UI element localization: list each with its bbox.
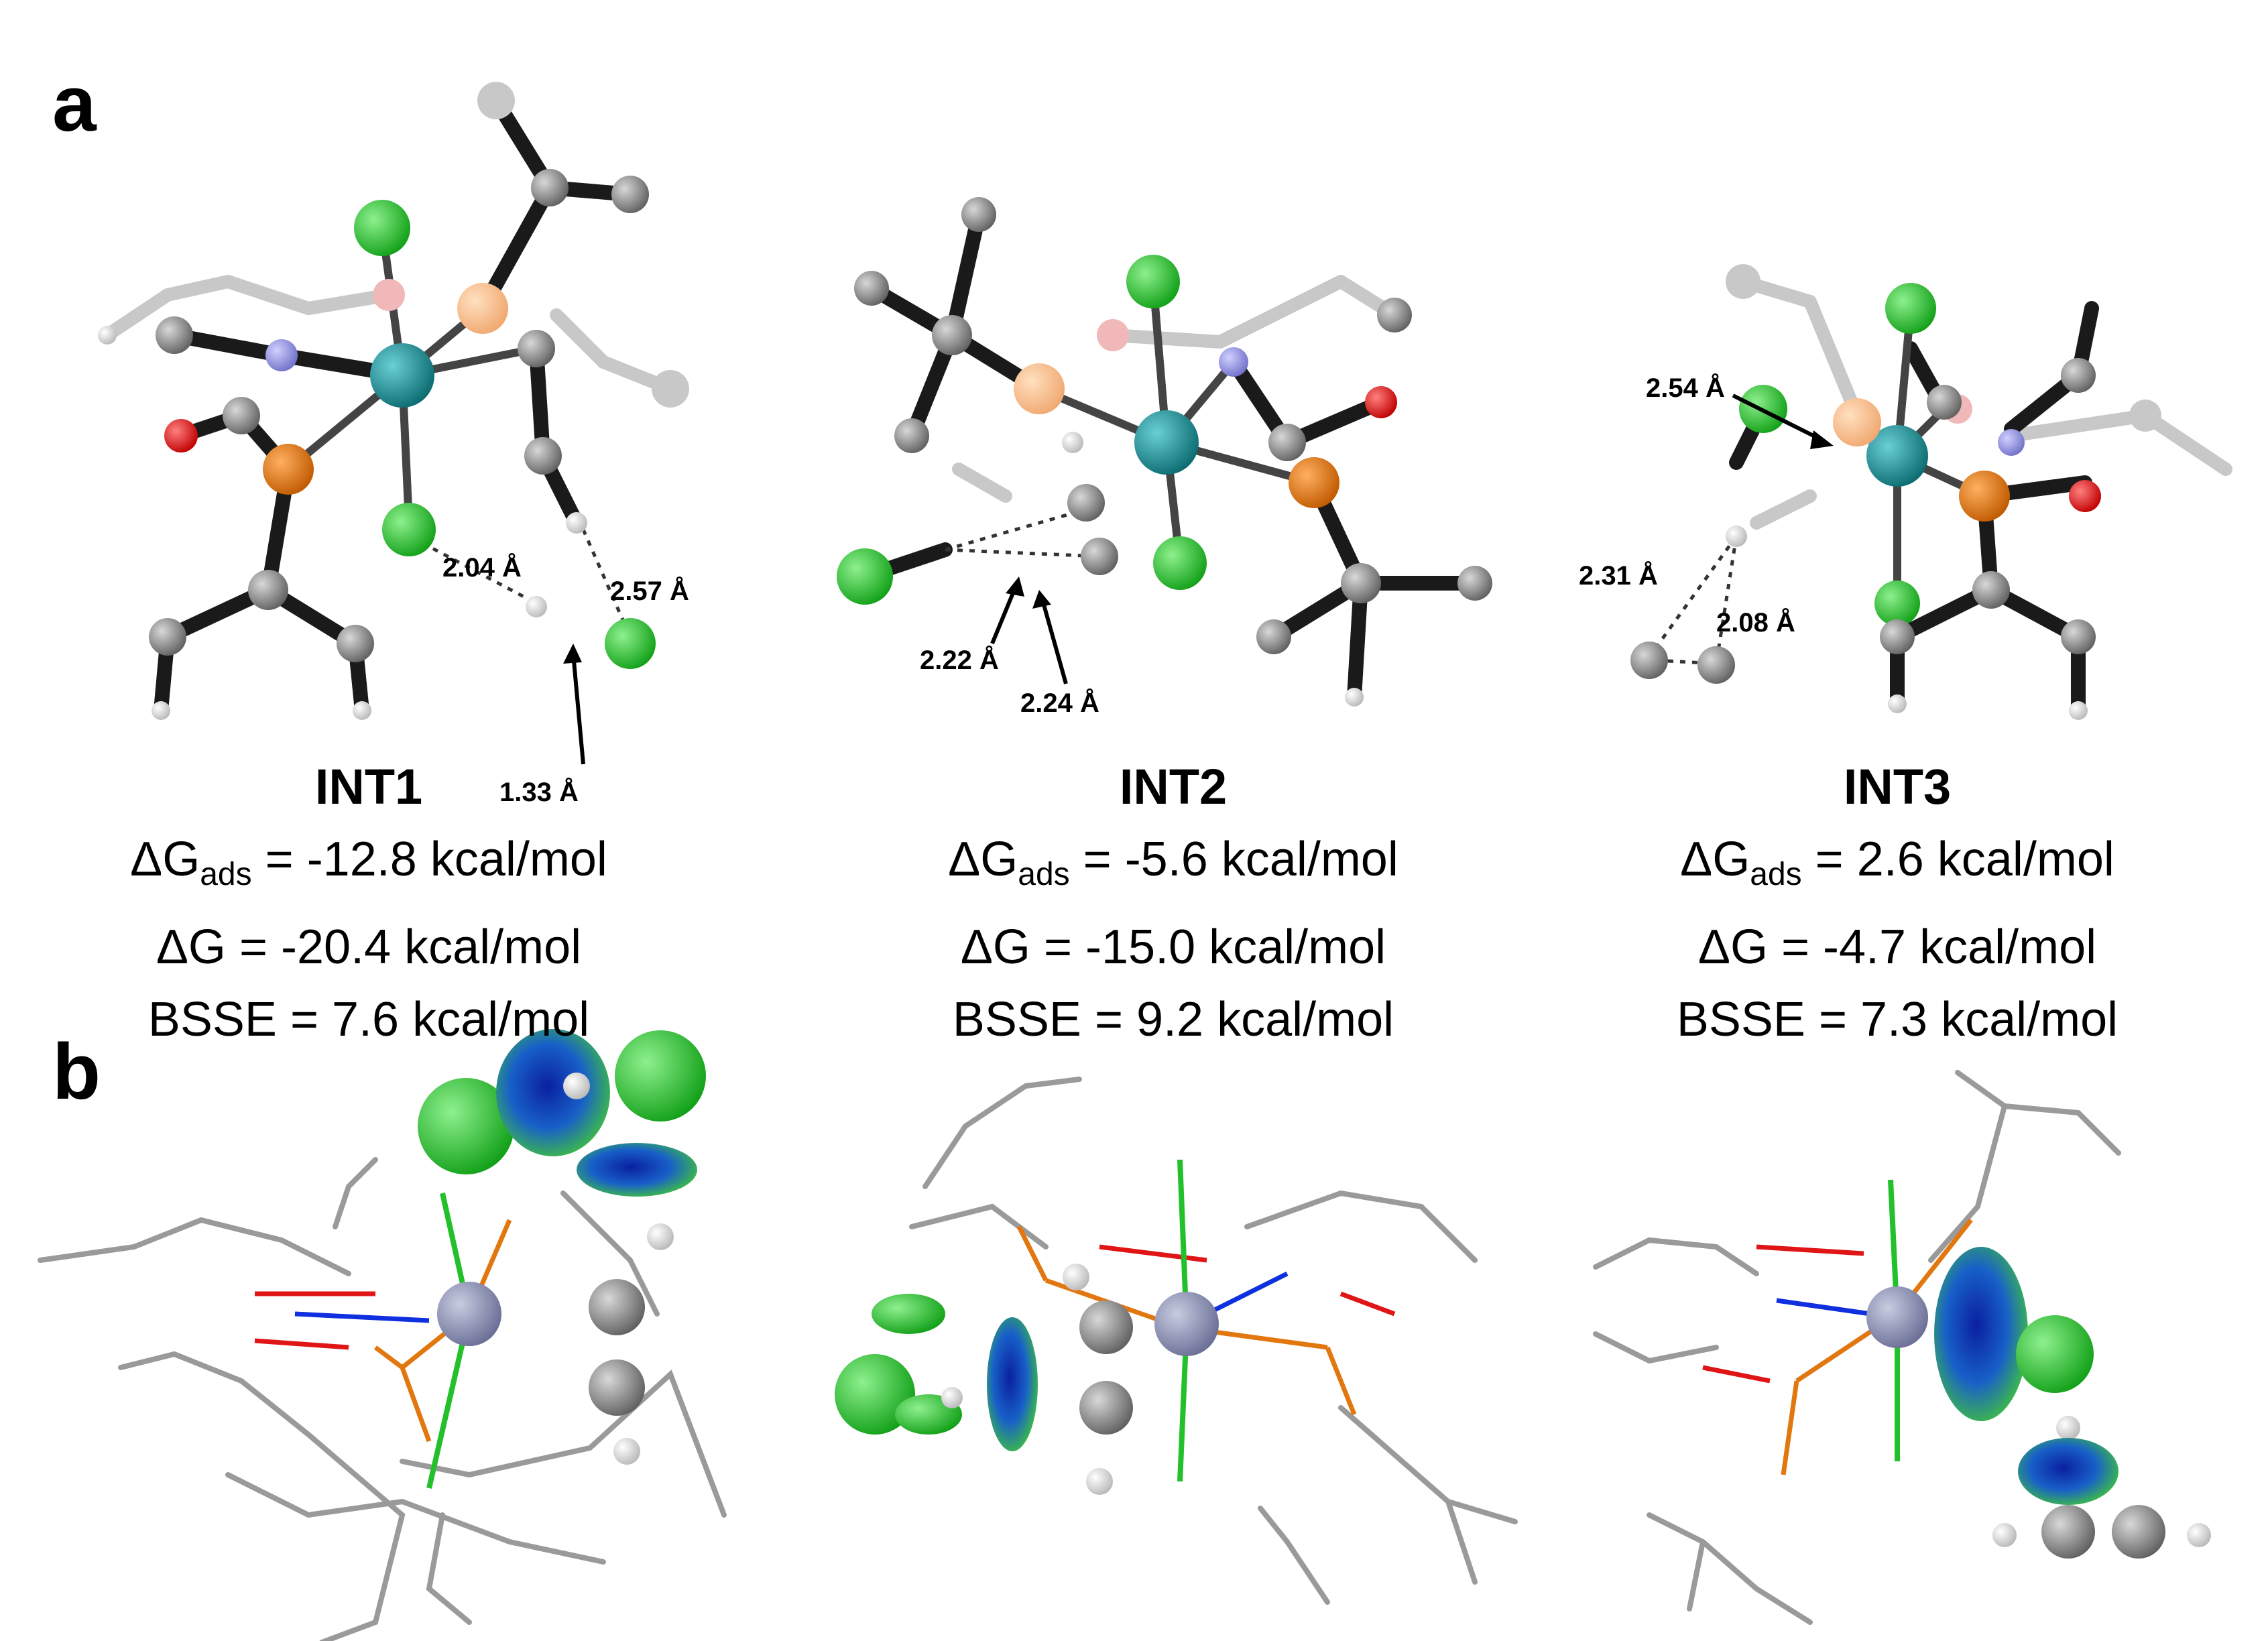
panel-label-a: a <box>52 60 97 148</box>
int1-distance-3: 1.33 Å <box>499 777 579 807</box>
panel-label-b: b <box>52 1028 101 1116</box>
int2-bsse: BSSE = 9.2 kcal/mol <box>952 993 1394 1046</box>
int3-caption: INT3 ΔGads = 2.6 kcal/mol ΔG = -4.7 kcal… <box>1596 751 2199 1056</box>
int2-isosurface-view <box>835 1077 1518 1605</box>
int2-caption: INT2 ΔGads = -5.6 kcal/mol ΔG = -15.0 kc… <box>872 751 1475 1056</box>
int1-distance-2: 2.57 Å <box>610 576 689 606</box>
int3-dg: ΔG = -4.7 kcal/mol <box>1697 920 2097 974</box>
int2-distance-2: 2.24 Å <box>1020 688 1099 718</box>
int1-dg: ΔG = -20.4 kcal/mol <box>156 920 582 974</box>
int2-name: INT2 <box>1119 759 1228 814</box>
int3-distance-1: 2.54 Å <box>1646 373 1725 403</box>
int1-distance-1: 2.04 Å <box>442 552 522 583</box>
int3-distance-3: 2.08 Å <box>1716 607 1795 637</box>
int1-isosurface-view <box>38 1029 727 1641</box>
int2-distance-1: 2.22 Å <box>920 645 999 675</box>
int1-name: INT1 <box>314 759 423 814</box>
int2-ball-and-stick: 2.22 Å 2.24 Å <box>837 197 1492 718</box>
int3-dg-ads: ΔGads = 2.6 kcal/mol <box>1680 833 2114 892</box>
int3-distance-2: 2.31 Å <box>1579 560 1658 591</box>
int1-bsse: BSSE = 7.6 kcal/mol <box>147 993 590 1046</box>
int2-dg-ads: ΔGads = -5.6 kcal/mol <box>948 833 1398 892</box>
int3-name: INT3 <box>1843 759 1952 814</box>
int1-caption: INT1 ΔGads = -12.8 kcal/mol ΔG = -20.4 k… <box>67 751 670 1056</box>
int1-dg-ads: ΔGads = -12.8 kcal/mol <box>130 833 607 892</box>
int2-dg: ΔG = -15.0 kcal/mol <box>960 920 1386 974</box>
int3-isosurface-view <box>1593 1070 2211 1625</box>
int1-ball-and-stick: 2.04 Å 2.57 Å 1.33 Å <box>98 82 689 807</box>
int3-bsse: BSSE = 7.3 kcal/mol <box>1676 993 2118 1046</box>
int3-ball-and-stick: 2.54 Å 2.31 Å 2.08 Å <box>1579 264 2232 720</box>
